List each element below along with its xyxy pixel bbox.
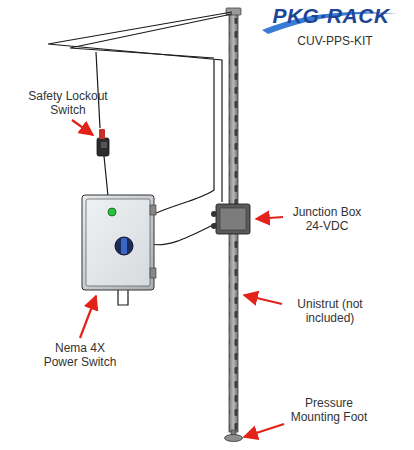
part-name: Pressure Mounting Foot (287, 396, 371, 424)
part-name: Nema 4X Power Switch (38, 341, 122, 369)
leader-arrow (72, 120, 284, 437)
part-name: Unistrut (not included) (285, 297, 375, 325)
power-switch-enclosure (82, 195, 156, 290)
junction-box (211, 204, 250, 234)
mounting-foot (225, 430, 243, 442)
part-name: Safety Lockout Switch (28, 89, 108, 117)
cable (48, 12, 232, 305)
kit-number: CUV-PPS-KIT (280, 34, 390, 48)
brand-logo: PKG·RACK (256, 4, 406, 28)
part-name: Junction Box 24-VDC (285, 205, 369, 233)
safety-lockout-switch (97, 129, 109, 156)
